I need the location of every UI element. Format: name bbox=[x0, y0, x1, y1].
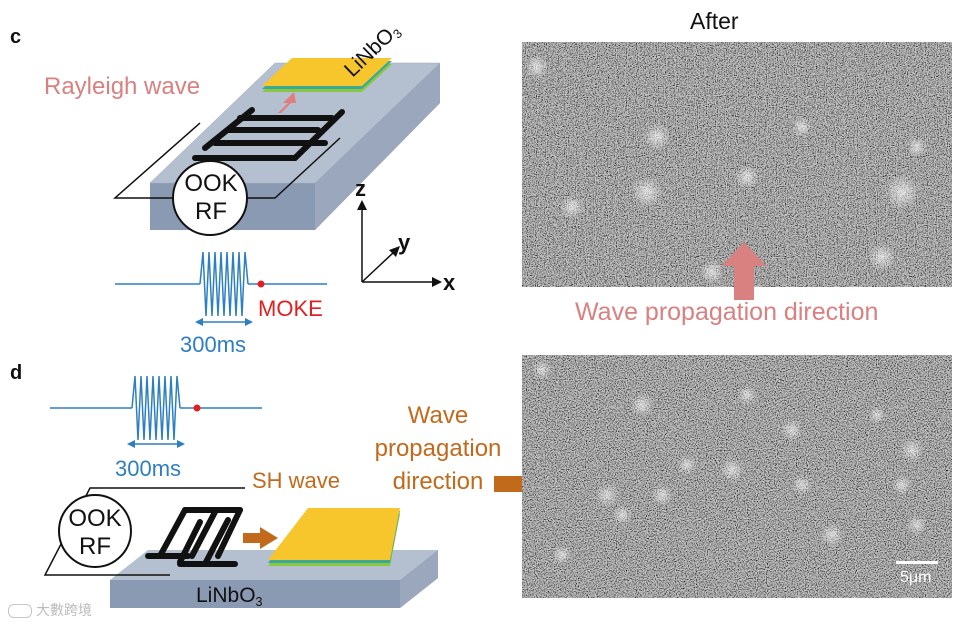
scale-bar bbox=[896, 561, 938, 564]
film-yellow-d bbox=[268, 508, 400, 560]
substrate-label-d: LiNbO3 bbox=[196, 584, 263, 609]
wave-dir-d-line1: Wave bbox=[363, 399, 513, 432]
pulse-waveform-d bbox=[50, 372, 270, 462]
moke-noise-d bbox=[522, 355, 952, 598]
panel-c-label: c bbox=[10, 26, 21, 49]
moke-marker-d-icon bbox=[194, 405, 201, 412]
axis-x-label: x bbox=[443, 270, 455, 296]
pulse-duration-d: 300ms bbox=[115, 456, 181, 482]
ook-line1-d: OOK bbox=[57, 505, 133, 533]
watermark: 大數跨境 bbox=[8, 600, 92, 620]
pulse-duration-c: 300ms bbox=[180, 332, 246, 358]
ook-line1-c: OOK bbox=[173, 170, 249, 198]
ook-line2-d: RF bbox=[57, 533, 133, 561]
scale-bar-label: 5μm bbox=[900, 569, 931, 587]
watermark-text: 大數跨境 bbox=[36, 602, 92, 618]
axis-y-label: y bbox=[398, 230, 410, 256]
moke-label: MOKE bbox=[258, 296, 323, 322]
ook-rf-label-d: OOK RF bbox=[57, 505, 133, 561]
after-title: After bbox=[690, 8, 739, 35]
wave-dir-d-line3: direction bbox=[363, 465, 513, 498]
wave-direction-label-c: Wave propagation direction bbox=[575, 298, 878, 327]
substrate-sub-d: 3 bbox=[256, 595, 263, 609]
pulse-waveform-c bbox=[115, 248, 335, 338]
wave-direction-label-d: Wave propagation direction bbox=[363, 399, 513, 498]
sh-wave-arrow-icon bbox=[243, 527, 278, 549]
wave-direction-arrow-c-icon bbox=[720, 240, 768, 302]
ook-line2-c: RF bbox=[173, 198, 249, 226]
substrate-main-d: LiNbO bbox=[196, 584, 256, 607]
moke-marker-icon bbox=[258, 281, 265, 288]
moke-image-d: 5μm bbox=[522, 355, 952, 598]
axis-z-label: z bbox=[355, 176, 366, 202]
watermark-logo-icon bbox=[8, 604, 32, 618]
wave-dir-d-line2: propagation bbox=[363, 432, 513, 465]
ook-rf-label-c: OOK RF bbox=[173, 170, 249, 226]
panel-d-label: d bbox=[10, 362, 22, 385]
rayleigh-wave-label: Rayleigh wave bbox=[44, 73, 200, 101]
